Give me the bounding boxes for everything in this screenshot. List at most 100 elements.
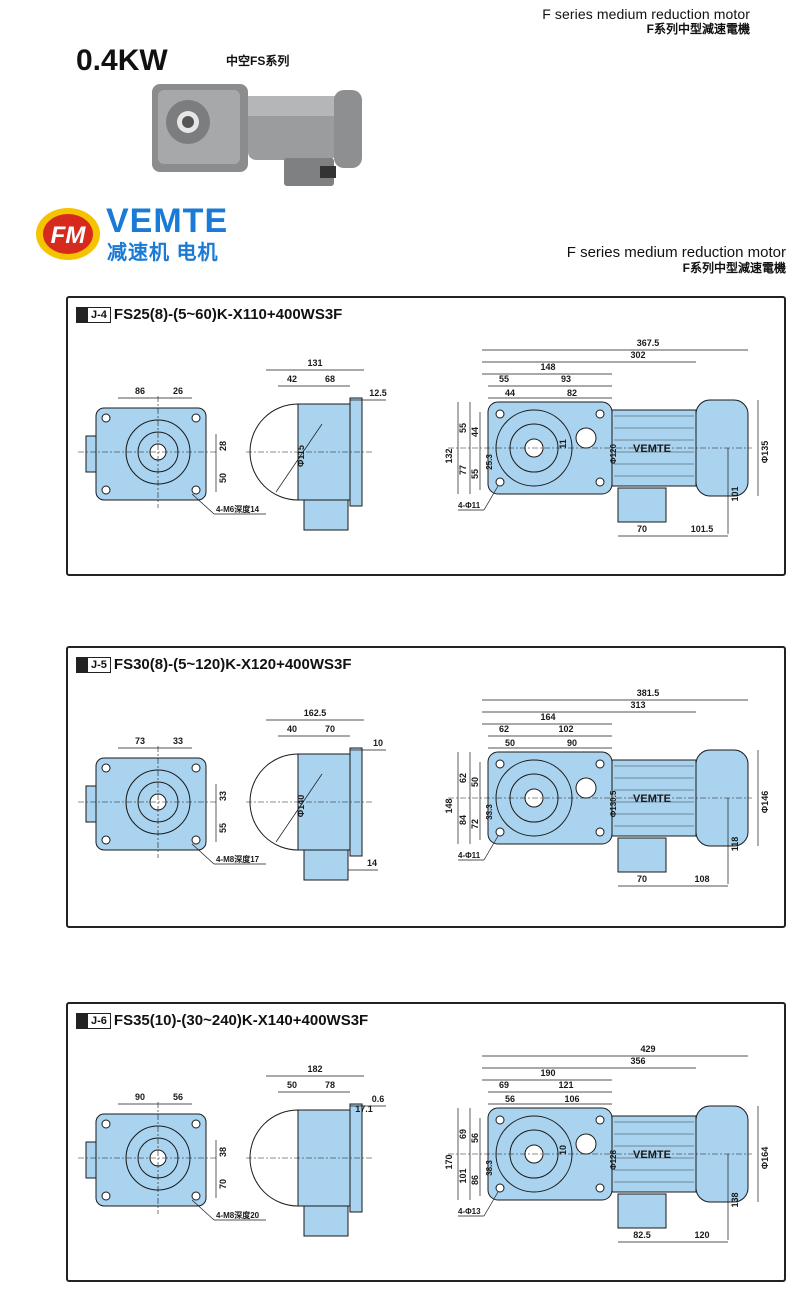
model-code: FS35(10)-(30~240)K-X140+400WS3F: [113, 1012, 369, 1029]
dimension-label: 73: [135, 736, 145, 746]
dimension-label: 381.5: [637, 688, 660, 698]
mount-hole: [495, 1183, 505, 1193]
logo-mark: FM: [51, 222, 87, 249]
dimension-label: 170: [444, 1154, 454, 1169]
dimension-label: 162.5: [304, 708, 327, 718]
dimension-label: 132: [444, 448, 454, 463]
dimension-label: 101: [458, 1168, 468, 1183]
brand-logo: FM: [36, 208, 100, 260]
side-view-terminal: [303, 499, 349, 531]
mount-hole: [595, 1115, 605, 1125]
dimension-label: 4-Φ11: [458, 501, 481, 510]
dimension-label: 56: [173, 1092, 183, 1102]
dimension-label: 70: [637, 524, 647, 534]
dimension-label: Φ146: [760, 791, 770, 813]
model-code: FS30(8)-(5~120)K-X120+400WS3F: [113, 656, 352, 673]
mount-hole: [191, 1191, 201, 1201]
mount-hole: [191, 763, 201, 773]
header-top-en: F series medium reduction motor: [542, 6, 750, 22]
mount-hole: [495, 827, 505, 837]
dimension-label: 190: [540, 1068, 555, 1078]
mount-hole: [191, 485, 201, 495]
dimension-label: 44: [505, 388, 515, 398]
dimension-line: [191, 1199, 215, 1221]
panel-title: J-4 FS25(8)-(5~60)K-X110+400WS3F: [76, 306, 342, 323]
dimension-label: 62: [499, 724, 509, 734]
dimension-label: 42: [287, 374, 297, 384]
dimension-line: [275, 773, 323, 843]
dimension-label: 55: [470, 469, 480, 479]
dimension-label: 17.1: [355, 1104, 373, 1114]
front-view-flange: [85, 435, 97, 473]
dimension-label: 4-M6深度14: [216, 504, 260, 514]
dimension-label: 4-M8深度20: [216, 1210, 260, 1220]
dimension-label: 101.5: [691, 524, 714, 534]
main-view-cap: [575, 427, 597, 449]
dimension-line: [483, 485, 499, 511]
mount-hole: [495, 759, 505, 769]
main-view-cap: [575, 1133, 597, 1155]
panel-title: J-5 FS30(8)-(5~120)K-X120+400WS3F: [76, 656, 352, 673]
dimension-label: 148: [540, 362, 555, 372]
mount-hole: [495, 409, 505, 419]
dimension-label: 4-Φ13: [458, 1207, 481, 1216]
dimension-label: 33: [173, 736, 183, 746]
panel-tag: J-5: [76, 656, 111, 673]
dimension-label: 82.5: [633, 1230, 651, 1240]
dimension-label: 44: [470, 427, 480, 437]
dimension-label: 40: [287, 724, 297, 734]
dimension-label: 429: [640, 1044, 655, 1054]
dimension-label: 38.3: [485, 1160, 494, 1176]
dimension-label: Φ120: [609, 443, 618, 463]
dimension-label: 86: [135, 386, 145, 396]
dimension-label: 56: [505, 1094, 515, 1104]
side-view-terminal: [303, 849, 349, 881]
model-code: FS25(8)-(5~60)K-X110+400WS3F: [113, 306, 343, 323]
dimension-label: 25.3: [485, 454, 494, 470]
dimension-line: [483, 1191, 499, 1217]
dimension-label: 72: [470, 819, 480, 829]
dimension-label: 69: [499, 1080, 509, 1090]
dimension-line: [483, 835, 499, 861]
side-view-terminal: [303, 1205, 349, 1237]
mount-hole: [101, 413, 111, 423]
dimension-label: 367.5: [637, 338, 660, 348]
dimension-label: 62: [458, 773, 468, 783]
dimension-label: VEMTE: [633, 1149, 671, 1161]
dimension-label: 302: [630, 350, 645, 360]
dimension-label: 55: [218, 823, 228, 833]
mount-hole: [595, 759, 605, 769]
header-mid: F series medium reduction motor F系列中型減速電…: [567, 244, 786, 276]
dimension-label: 4-Φ11: [458, 851, 481, 860]
dimension-label: 10: [373, 738, 383, 748]
dimension-label: VEMTE: [633, 793, 671, 805]
mount-hole: [495, 1115, 505, 1125]
dimension-label: 70: [637, 874, 647, 884]
dimension-label: 101: [730, 486, 740, 501]
dimension-label: 138: [730, 1192, 740, 1207]
dimension-label: 106: [564, 1094, 579, 1104]
dimension-label: 55: [499, 374, 509, 384]
mount-hole: [101, 1119, 111, 1129]
mount-hole: [595, 1183, 605, 1193]
power-rating: 0.4KW: [76, 44, 168, 77]
dimension-label: 86: [470, 1175, 480, 1185]
dimension-label: 313: [630, 700, 645, 710]
terminal-box: [617, 837, 667, 873]
dimension-label: 10: [558, 1145, 568, 1155]
dimension-label: 56: [470, 1133, 480, 1143]
dimension-label: 121: [558, 1080, 573, 1090]
mount-hole: [595, 477, 605, 487]
dimension-label: Φ115: [296, 445, 306, 467]
dimension-label: 93: [561, 374, 571, 384]
product-photo: [152, 84, 362, 186]
brand-cn: 减速机 电机: [107, 242, 219, 264]
dimension-label: 4-M8深度17: [216, 854, 260, 864]
mount-hole: [101, 763, 111, 773]
dimension-label: 356: [630, 1056, 645, 1066]
dimension-label: 70: [218, 1179, 228, 1189]
dimension-label: 82: [567, 388, 577, 398]
dimension-label: 118: [730, 837, 740, 852]
dimension-label: 50: [470, 777, 480, 787]
dimension-label: Φ140: [296, 795, 306, 817]
